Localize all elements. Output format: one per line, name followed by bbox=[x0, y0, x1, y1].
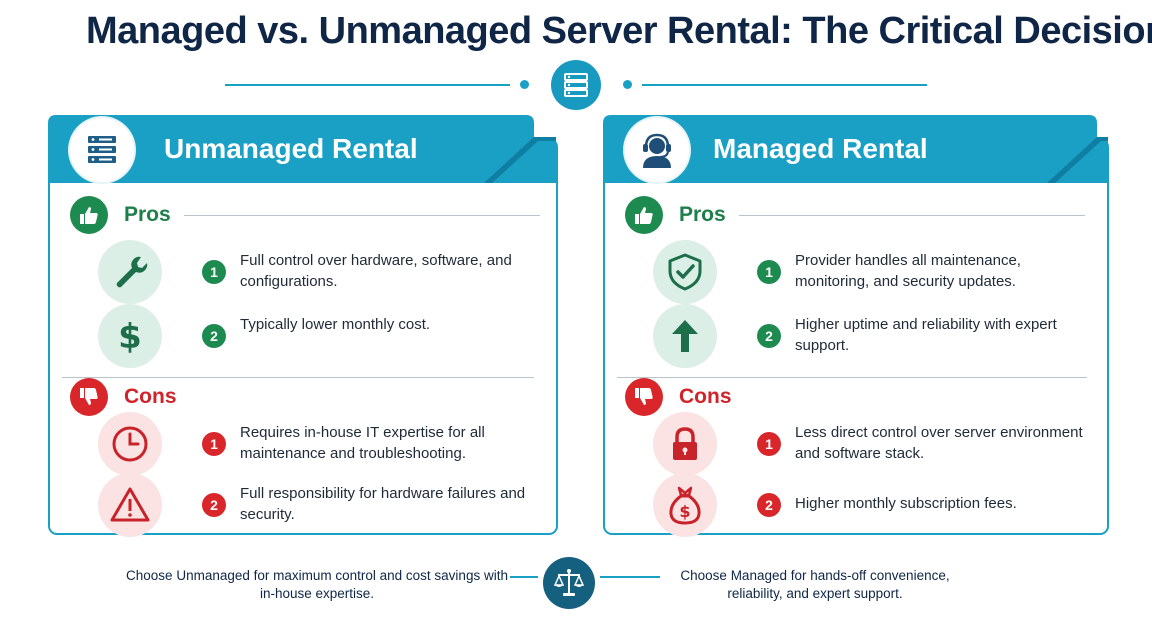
unmanaged-pro-item-2: $ 2 Typically lower monthly cost. bbox=[98, 304, 548, 368]
server-icon bbox=[564, 73, 588, 97]
thumbs-down-icon bbox=[635, 388, 653, 405]
footer-scales-badge bbox=[543, 557, 595, 609]
managed-pro-item-2: 2 Higher uptime and reliability with exp… bbox=[653, 304, 1103, 368]
managed-icon-badge bbox=[625, 118, 689, 182]
managed-title: Managed Rental bbox=[713, 133, 928, 164]
unmanaged-con-number-1: 1 bbox=[202, 432, 226, 456]
wrench-icon bbox=[116, 256, 148, 288]
managed-cons-badge bbox=[625, 378, 663, 416]
svg-text:$: $ bbox=[118, 317, 142, 356]
header-dot-right bbox=[623, 80, 632, 89]
unmanaged-pro-icon-2: $ bbox=[98, 304, 162, 368]
unmanaged-cons-header: Cons bbox=[70, 378, 540, 416]
scales-icon bbox=[553, 569, 585, 596]
thumbs-down-icon bbox=[80, 388, 98, 405]
unmanaged-title: Unmanaged Rental bbox=[164, 133, 418, 164]
managed-con-item-2: $ 2 Higher monthly subscription fees. bbox=[653, 473, 1103, 537]
header-line-left bbox=[225, 84, 510, 86]
server-icon bbox=[88, 136, 116, 163]
unmanaged-con-icon-2 bbox=[98, 473, 162, 537]
thumbs-up-icon bbox=[635, 207, 653, 224]
managed-pro-number-1: 1 bbox=[757, 260, 781, 284]
managed-pro-text-1: Provider handles all maintenance, monito… bbox=[795, 252, 1021, 290]
managed-con-icon-2: $ bbox=[653, 473, 717, 537]
footer-line-right bbox=[600, 576, 660, 578]
managed-con-text-2: Higher monthly subscription fees. bbox=[795, 495, 1017, 512]
svg-text:$: $ bbox=[679, 502, 690, 521]
unmanaged-pro-item-1: 1 Full control over hardware, software, … bbox=[98, 240, 548, 304]
managed-pros-rule bbox=[739, 215, 1085, 216]
managed-pro-icon-1 bbox=[653, 240, 717, 304]
managed-con-number-2: 2 bbox=[757, 493, 781, 517]
managed-con-number-1: 1 bbox=[757, 432, 781, 456]
managed-con-item-1: 1 Less direct control over server enviro… bbox=[653, 412, 1103, 476]
unmanaged-con-text-1: Requires in-house IT expertise for all m… bbox=[240, 424, 485, 462]
managed-cons-label: Cons bbox=[679, 385, 732, 408]
unmanaged-pro-icon-1 bbox=[98, 240, 162, 304]
footer-managed-recommendation: Choose Managed for hands-off convenience… bbox=[680, 568, 950, 601]
managed-pro-item-1: 1 Provider handles all maintenance, moni… bbox=[653, 240, 1103, 304]
managed-pro-text-2: Higher uptime and reliability with exper… bbox=[795, 316, 1057, 354]
money-bag-icon: $ bbox=[669, 486, 701, 525]
unmanaged-pros-label: Pros bbox=[124, 203, 171, 226]
page-title: Managed vs. Unmanaged Server Rental: The… bbox=[86, 10, 1152, 52]
unmanaged-con-item-2: 2 Full responsibility for hardware failu… bbox=[98, 473, 548, 537]
footer-line-left bbox=[510, 576, 538, 578]
arrow-up-icon bbox=[672, 320, 698, 352]
unmanaged-pro-text-1: Full control over hardware, software, an… bbox=[240, 252, 512, 290]
unmanaged-pro-text-2: Typically lower monthly cost. bbox=[240, 316, 431, 333]
managed-pros-header: Pros bbox=[625, 196, 1095, 234]
unmanaged-con-icon-1 bbox=[98, 412, 162, 476]
lock-icon bbox=[673, 427, 697, 460]
thumbs-up-icon bbox=[80, 207, 98, 224]
shield-check-icon bbox=[668, 253, 702, 291]
unmanaged-pros-rule bbox=[184, 215, 540, 216]
unmanaged-con-text-2: Full responsibility for hardware failure… bbox=[240, 485, 526, 523]
managed-con-text-1: Less direct control over server environm… bbox=[795, 424, 1083, 462]
header-decoration bbox=[0, 60, 1152, 110]
managed-pros-badge bbox=[625, 196, 663, 234]
unmanaged-pro-number-1: 1 bbox=[202, 260, 226, 284]
unmanaged-divider bbox=[62, 377, 534, 378]
managed-cons-header: Cons bbox=[625, 378, 1095, 416]
managed-con-icon-1 bbox=[653, 412, 717, 476]
unmanaged-con-number-2: 2 bbox=[202, 493, 226, 517]
unmanaged-panel: Unmanaged Rental Pros 1 Full control ove… bbox=[48, 115, 558, 537]
header-dot-left bbox=[520, 80, 529, 89]
unmanaged-cons-badge bbox=[70, 378, 108, 416]
unmanaged-icon-badge bbox=[70, 118, 134, 182]
unmanaged-pro-number-2: 2 bbox=[202, 324, 226, 348]
managed-pro-number-2: 2 bbox=[757, 324, 781, 348]
support-agent-icon bbox=[643, 133, 671, 168]
managed-pros-label: Pros bbox=[679, 203, 726, 226]
footer-unmanaged-recommendation: Choose Unmanaged for maximum control and… bbox=[126, 568, 508, 601]
managed-panel-frame bbox=[603, 115, 1109, 535]
warning-icon bbox=[110, 487, 150, 522]
unmanaged-panel-frame bbox=[48, 115, 558, 535]
unmanaged-pros-header: Pros bbox=[70, 196, 540, 234]
managed-panel: Managed Rental Pros 1 Provider handles a… bbox=[603, 115, 1113, 537]
header-line-right bbox=[642, 84, 927, 86]
managed-divider bbox=[617, 377, 1087, 378]
managed-pro-icon-2 bbox=[653, 304, 717, 368]
unmanaged-con-item-1: 1 Requires in-house IT expertise for all… bbox=[98, 412, 548, 476]
dollar-icon: $ bbox=[118, 317, 142, 356]
header-server-badge bbox=[551, 60, 601, 110]
footer: Choose Unmanaged for maximum control and… bbox=[0, 555, 1152, 611]
unmanaged-pros-badge bbox=[70, 196, 108, 234]
clock-icon bbox=[112, 426, 148, 462]
unmanaged-cons-label: Cons bbox=[124, 385, 177, 408]
